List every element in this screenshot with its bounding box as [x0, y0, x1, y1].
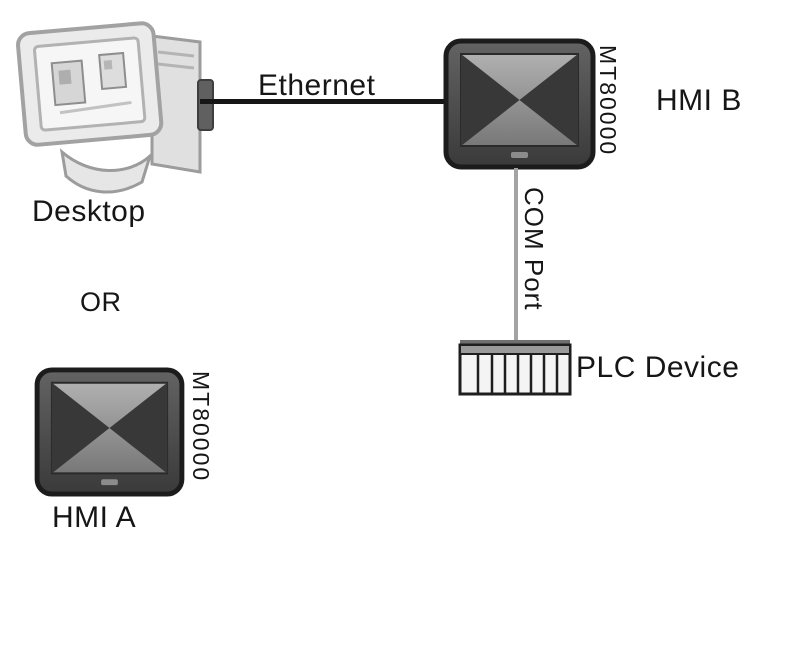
- hmi-a-device-icon: [33, 367, 186, 497]
- plc-device-label: PLC Device: [576, 351, 740, 384]
- desktop-label: Desktop: [32, 195, 146, 228]
- or-label: OR: [80, 287, 122, 317]
- com-port-label: COM Port: [519, 187, 549, 311]
- hmi-b-model-label: MT80000: [595, 45, 621, 157]
- ethernet-line: [200, 99, 446, 104]
- ethernet-label: Ethernet: [258, 69, 376, 102]
- hmi-b-label: HMI B: [656, 84, 742, 117]
- hmi-a-model-label: MT80000: [188, 371, 214, 483]
- plc-device-icon: [458, 338, 572, 396]
- hmi-a-label: HMI A: [52, 501, 137, 534]
- desktop-computer-icon: [10, 6, 216, 206]
- hmi-b-device-icon: [443, 38, 596, 170]
- com-port-line: [514, 168, 518, 342]
